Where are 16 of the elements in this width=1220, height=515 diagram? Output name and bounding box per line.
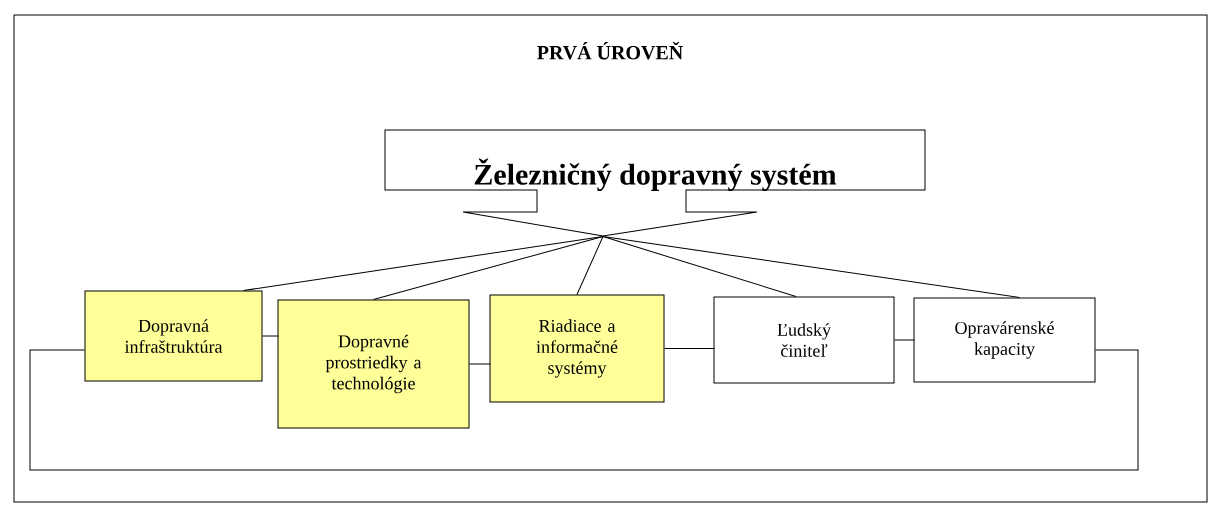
- process-box: Ľudský činiteľ: [713, 296, 895, 384]
- process-box: Riadiace a informačné systémy: [489, 294, 665, 403]
- process-box: Dopravná infraštruktúra: [84, 290, 263, 382]
- process-box: Opravárenské kapacity: [913, 297, 1096, 383]
- connector-line: [29, 349, 1139, 471]
- connector-line: [243, 236, 604, 291]
- connector-line: [262, 335, 279, 337]
- connector-line: [576, 236, 604, 295]
- connector-line: [373, 236, 604, 300]
- process-box: Dopravné prostriedky a technológie: [277, 299, 470, 429]
- connector-line: [602, 236, 797, 297]
- connector-line: [602, 236, 1020, 298]
- connector-line: [664, 348, 715, 349]
- connector-line: [894, 339, 915, 341]
- callout-box: Železničný dopravný systém: [384, 129, 926, 237]
- connector-line: [469, 363, 491, 365]
